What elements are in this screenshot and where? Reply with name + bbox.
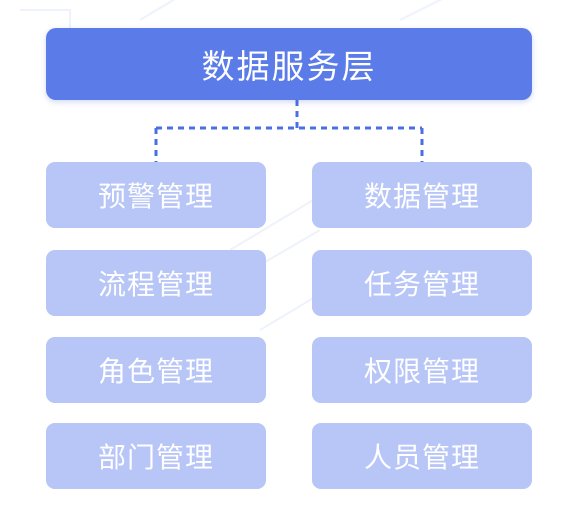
node-permission-management: 权限管理 bbox=[312, 337, 532, 403]
node-label: 数据管理 bbox=[363, 180, 480, 213]
node-data-management: 数据管理 bbox=[312, 162, 532, 228]
root-node-label: 数据服务层 bbox=[201, 47, 377, 86]
node-label: 部门管理 bbox=[97, 441, 214, 474]
node-label: 预警管理 bbox=[97, 180, 214, 213]
node-role-management: 角色管理 bbox=[46, 337, 266, 403]
node-label: 权限管理 bbox=[363, 355, 480, 388]
node-warning-management: 预警管理 bbox=[46, 162, 266, 228]
node-process-management: 流程管理 bbox=[46, 250, 266, 316]
root-node-data-service-layer: 数据服务层 bbox=[46, 28, 532, 100]
node-label: 任务管理 bbox=[363, 268, 480, 301]
node-task-management: 任务管理 bbox=[312, 250, 532, 316]
node-department-management: 部门管理 bbox=[46, 423, 266, 489]
node-label: 流程管理 bbox=[97, 268, 214, 301]
node-label: 人员管理 bbox=[363, 441, 480, 474]
node-personnel-management: 人员管理 bbox=[312, 423, 532, 489]
node-label: 角色管理 bbox=[97, 355, 214, 388]
